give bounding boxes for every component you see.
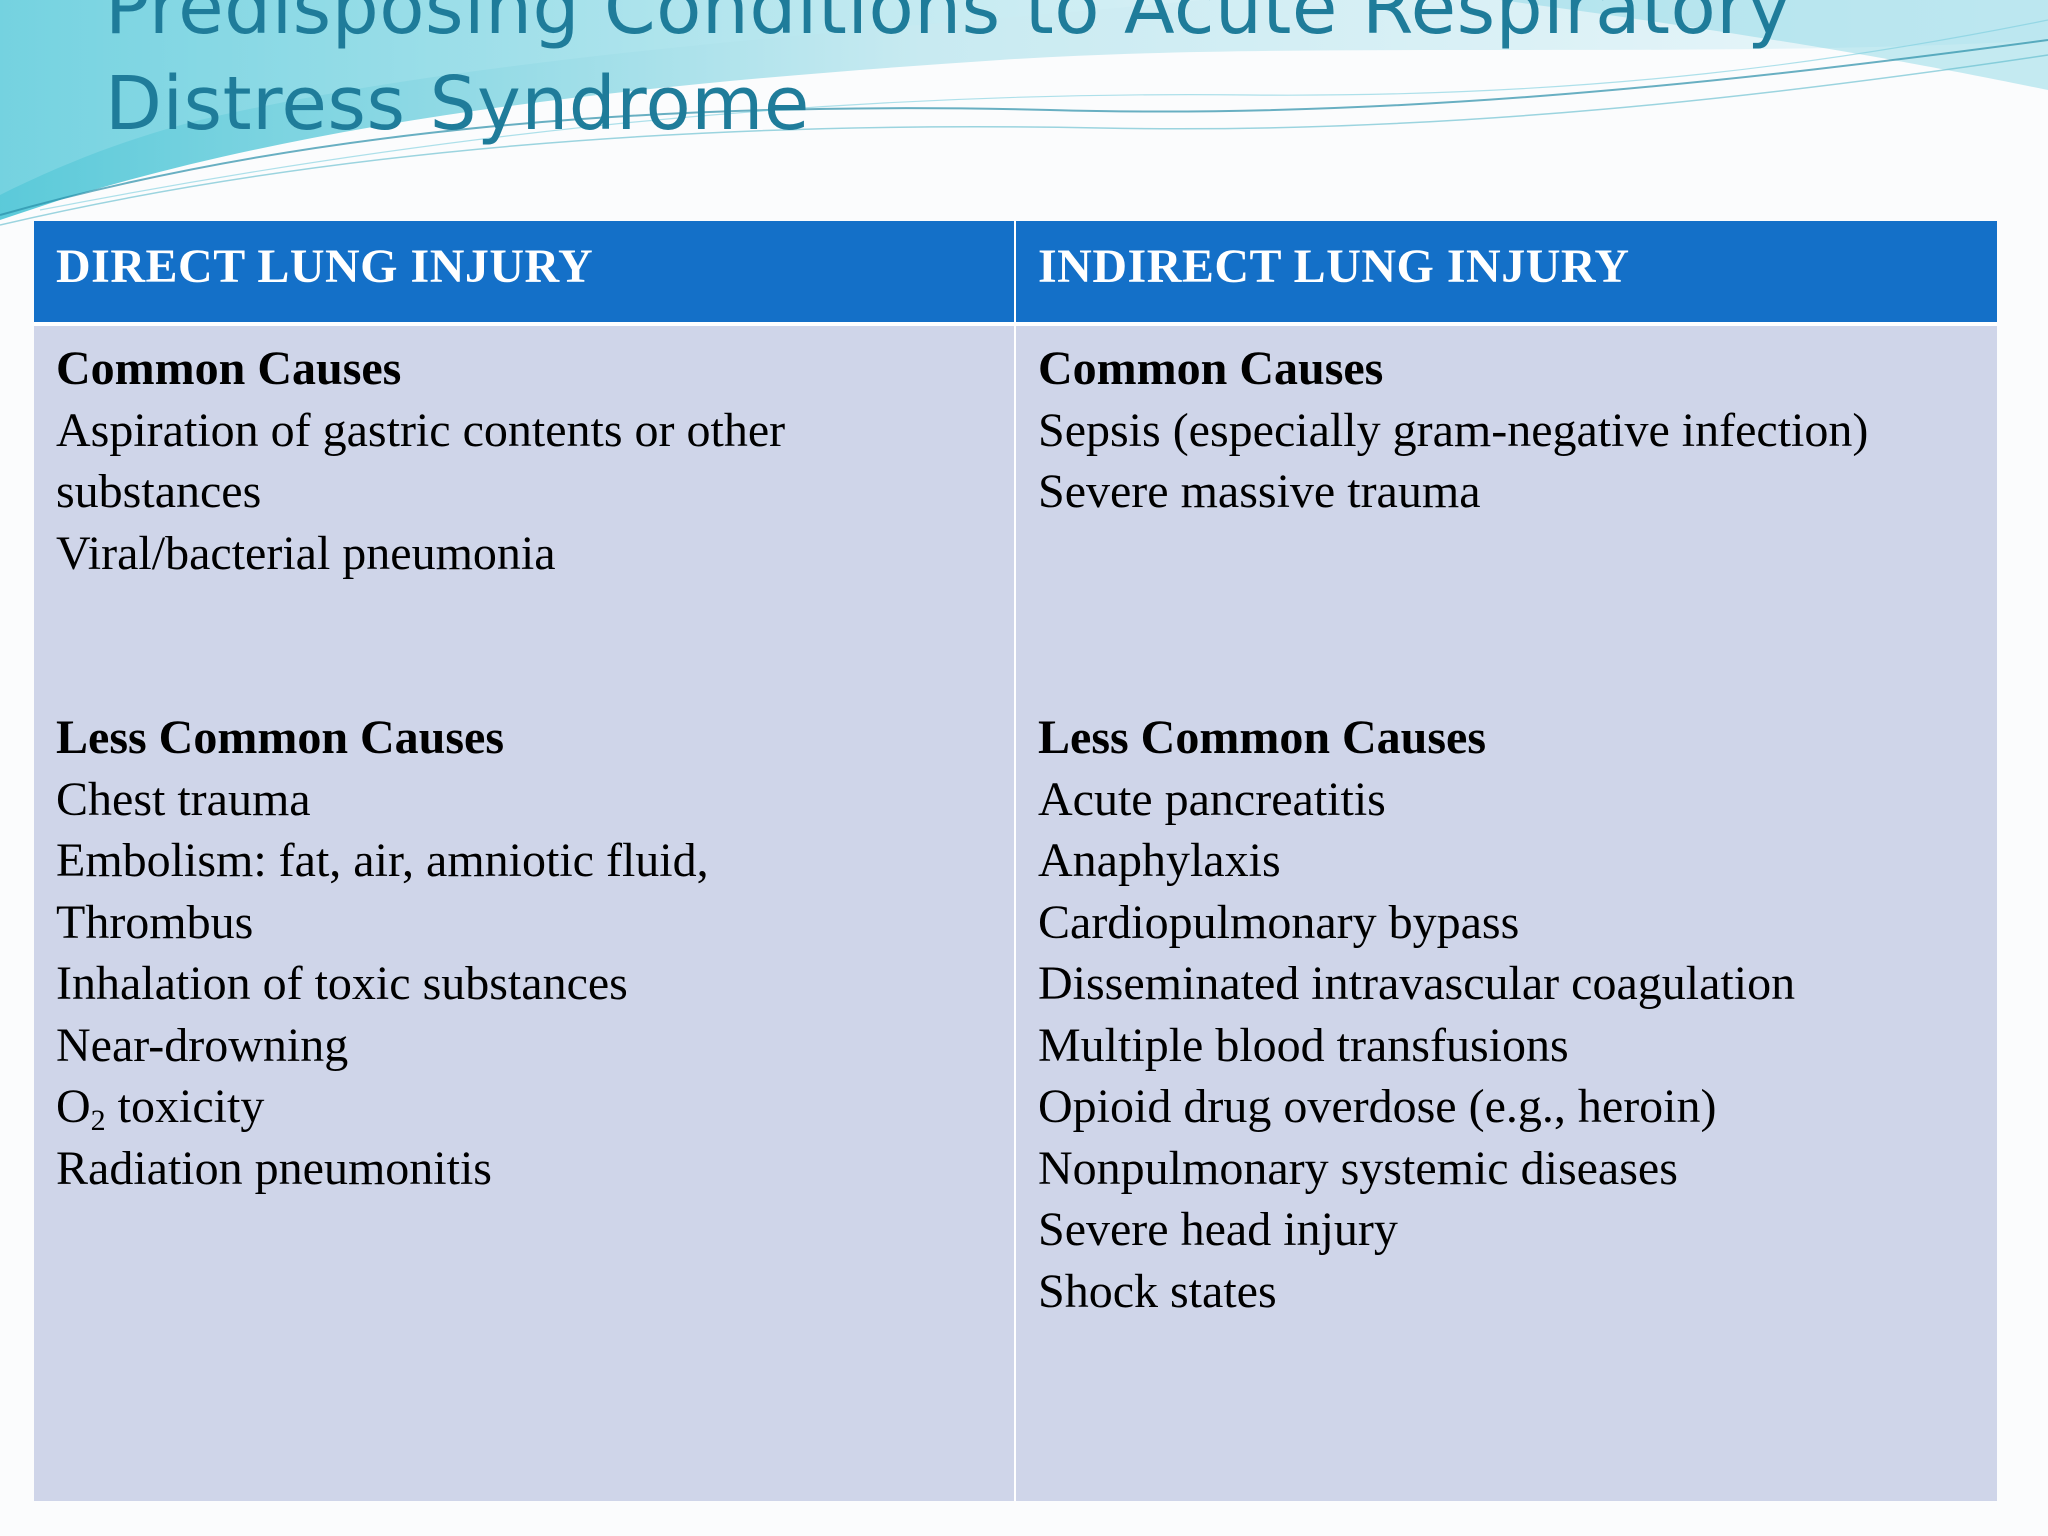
direct-common-item: Viral/bacterial pneumonia [56,526,556,580]
header-direct-lung-injury: DIRECT LUNG INJURY [34,221,1014,322]
header-indirect-lung-injury: INDIRECT LUNG INJURY [1016,221,1997,322]
direct-less-common-item-o2: O2 toxicity [56,1076,992,1138]
indirect-common-item: Severe massive trauma [1038,465,1481,518]
indirect-less-common-item: Multiple blood transfusions [1038,1018,1569,1072]
direct-common-item: Aspiration of gastric contents or other … [56,403,786,519]
direct-less-common-item: Radiation pneumonitis [56,1141,492,1195]
direct-common-title: Common Causes [56,342,402,395]
cell-direct-causes: Common Causes Aspiration of gastric cont… [34,326,1014,1501]
indirect-less-common-item: Anaphylaxis [1038,834,1281,887]
o2-suffix: toxicity [105,1080,265,1133]
indirect-less-common-item: Cardiopulmonary bypass [1038,895,1520,949]
decorative-wave-banner [0,0,2048,226]
indirect-less-common-item: Opioid drug overdose (e.g., heroin) [1038,1080,1717,1133]
direct-less-common-item: Chest trauma [56,772,311,826]
indirect-less-common-item: Nonpulmonary systemic diseases [1038,1141,1678,1195]
direct-less-common-item: Near-drowning [56,1018,349,1072]
cell-indirect-causes: Common Causes Sepsis (especially gram-ne… [1016,326,1997,1501]
direct-less-common-title: Less Common Causes [56,711,505,764]
indirect-less-common-item: Severe head injury [1038,1203,1398,1256]
conditions-table: DIRECT LUNG INJURY INDIRECT LUNG INJURY … [34,221,1997,1501]
direct-less-common-item: Inhalation of toxic substances [56,957,628,1010]
indirect-common-title: Common Causes [1038,342,1384,395]
indirect-less-common-title: Less Common Causes [1038,711,1487,764]
indirect-less-common-item: Acute pancreatitis [1038,772,1386,826]
direct-less-common-item: Embolism: fat, air, amniotic fluid, Thro… [56,834,709,949]
slide-title: Predisposing Conditions to Acute Respira… [105,0,1792,147]
o2-symbol: O [56,1080,91,1133]
o2-subscript: 2 [90,1104,106,1137]
indirect-common-item: Sepsis (especially gram-negative infecti… [1038,403,1869,457]
indirect-less-common-item: Shock states [1038,1264,1277,1318]
indirect-less-common-item: Disseminated intravascular coagulation [1038,957,1796,1010]
